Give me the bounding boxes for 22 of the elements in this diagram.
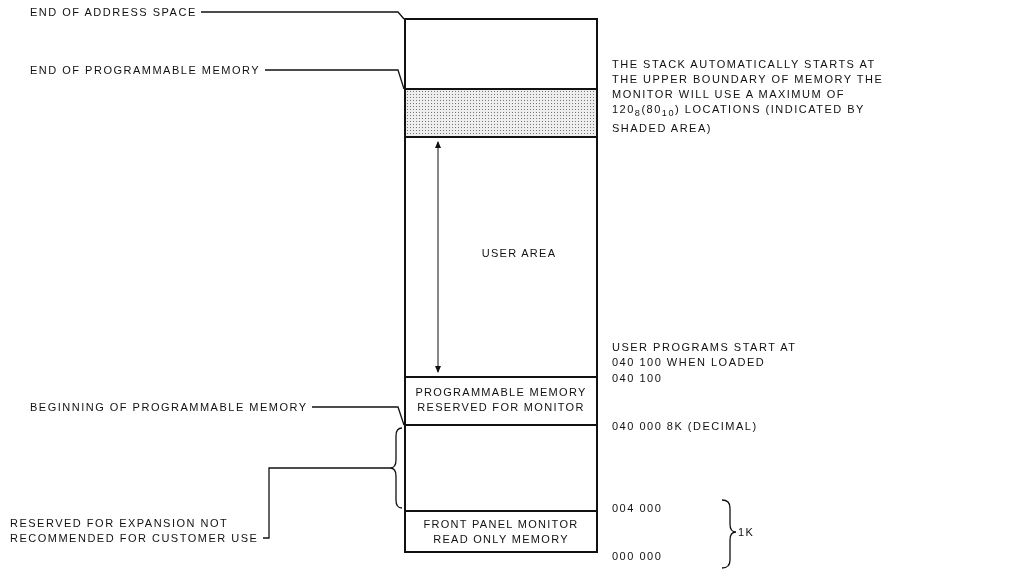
annotation-text: END OF ADDRESS SPACE xyxy=(30,5,198,20)
leader-line xyxy=(311,406,405,426)
address-label: 040 100 xyxy=(612,371,663,386)
segment-label: USER AREA xyxy=(480,246,558,261)
address-label: 000 000 xyxy=(612,549,663,564)
shaded-memory-segment xyxy=(404,88,598,138)
memory-segment xyxy=(404,136,598,378)
memory-segment xyxy=(404,376,598,426)
memory-segment xyxy=(404,510,598,553)
leader-line xyxy=(200,11,405,20)
address-label: 040 000 8K (DECIMAL) xyxy=(612,419,758,434)
annotation-text: RESERVED FOR EXPANSION NOT RECOMMENDED FOR CUSTOMER USE xyxy=(10,516,260,546)
segment-label: PROGRAMMABLE MEMORY RESERVED FOR MONITOR xyxy=(414,385,588,415)
memory-segment xyxy=(404,424,598,512)
size-label: 1K xyxy=(738,525,755,540)
annotation-text: BEGINNING OF PROGRAMMABLE MEMORY xyxy=(30,400,309,415)
note-text: THE STACK AUTOMATICALLY STARTS AT THE UPPER BOUNDARY OF MEMORY THE MONITOR WILL USE A MAXIMUM OF 120$_{8}$(80$_{10}$) LOCATIONS (INDICATED BY SHADED AREA) xyxy=(612,57,885,137)
leader-line xyxy=(264,69,405,90)
segment-label: FRONT PANEL MONITOR READ ONLY MEMORY xyxy=(422,517,580,547)
address-label: 004 000 xyxy=(612,501,663,516)
annotation-text: END OF PROGRAMMABLE MEMORY xyxy=(30,63,262,78)
note-text: USER PROGRAMS START AT 040 100 WHEN LOADED xyxy=(612,340,798,370)
